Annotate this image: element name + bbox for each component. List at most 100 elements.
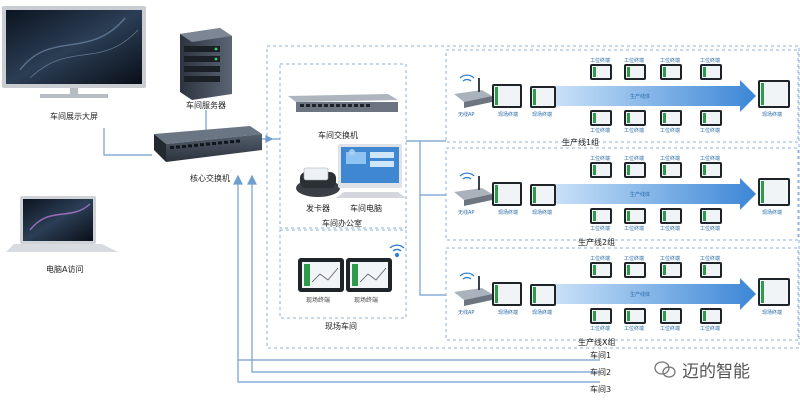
laptop-icon (6, 196, 118, 252)
line2-frame (445, 147, 799, 241)
station-label: 工位终端 (624, 156, 645, 162)
station-label: 工位终端 (590, 156, 611, 162)
wifi-icon (389, 244, 405, 258)
station-label: 工位终端 (660, 226, 681, 232)
card-issuer-label: 发卡器 (306, 204, 330, 213)
station-tablet-icon (624, 308, 646, 324)
office-frame (279, 63, 407, 229)
station-label: 工位终端 (660, 58, 681, 64)
wifi-icon (459, 172, 475, 180)
station-tablet-icon (590, 162, 612, 178)
station-tablet-icon (700, 262, 722, 278)
line-terminal-label: 现场终端 (532, 310, 553, 316)
workshop-switch-icon (288, 94, 398, 112)
station-label: 工位终端 (590, 226, 611, 232)
station-label: 工位终端 (700, 226, 721, 232)
station-label: 工位终端 (590, 256, 611, 262)
station-tablet-icon (700, 64, 722, 80)
station-label: 工位终端 (660, 156, 681, 162)
station-label: 工位终端 (624, 326, 645, 332)
line-terminal-icon (530, 86, 556, 108)
line-arrow (556, 278, 756, 310)
station-tablet-icon (660, 64, 682, 80)
line-arrow-label: 生产线体 (630, 292, 651, 298)
station-label: 工位终端 (590, 128, 611, 134)
station-tablet-icon (660, 308, 682, 324)
station-tablet-icon (624, 162, 646, 178)
line-terminal-label: 现场终端 (532, 112, 553, 118)
line-terminal-label: 现场终端 (498, 210, 519, 216)
production-lines (454, 64, 790, 324)
station-tablet-icon (660, 162, 682, 178)
line-arrow-label: 生产线体 (630, 192, 651, 198)
watermark-text: 迈的智能 (682, 362, 750, 382)
station-tablet-icon (590, 64, 612, 80)
terminal-label-2: 现场终端 (354, 297, 379, 304)
station-label: 工位终端 (624, 128, 645, 134)
station-label: 工位终端 (590, 326, 611, 332)
wechat-icon (654, 360, 676, 378)
station-tablet-icon (660, 110, 682, 126)
end-terminal-label: 现场终端 (762, 210, 783, 216)
line-arrow-label: 生产线体 (630, 94, 651, 100)
wifi-icon (459, 74, 475, 82)
end-terminal-icon (758, 178, 790, 206)
station-tablet-icon (590, 262, 612, 278)
core-switch-label: 核心交换机 (190, 174, 230, 183)
links (103, 110, 600, 383)
station-label: 工位终端 (660, 128, 681, 134)
station-label: 工位终端 (624, 226, 645, 232)
zone-frames (266, 45, 800, 349)
core-switch-icon (154, 126, 262, 162)
station-label: 工位终端 (590, 58, 611, 64)
workshop-3-label: 车间3 (590, 385, 612, 394)
station-tablet-icon (660, 208, 682, 224)
workshop-1-label: 车间1 (590, 351, 612, 360)
line-terminal-icon (492, 84, 522, 108)
line-x-label: 生产线X组 (578, 338, 616, 347)
workshop-pc-label: 车间电脑 (350, 204, 382, 213)
server-icon (180, 28, 232, 100)
end-terminal-label: 现场终端 (762, 310, 783, 316)
station-tablet-icon (700, 208, 722, 224)
station-tablet-icon (660, 262, 682, 278)
line-2-label: 生产线2组 (578, 238, 616, 247)
workshop-2-label: 车间2 (590, 368, 612, 377)
server-label: 车间服务器 (186, 101, 226, 110)
production-frame (279, 229, 407, 319)
workshop-pc-icon (336, 144, 406, 198)
line-terminal-icon (530, 284, 556, 306)
linex-frame (445, 247, 799, 341)
station-tablet-icon (590, 110, 612, 126)
wireless-ap-icon (454, 176, 492, 206)
station-label: 工位终端 (624, 256, 645, 262)
display-screen-icon (2, 6, 146, 98)
station-label: 工位终端 (700, 326, 721, 332)
line-terminal-label: 现场终端 (498, 112, 519, 118)
station-tablet-icon (590, 308, 612, 324)
line-terminal-icon (492, 182, 522, 206)
station-label: 工位终端 (700, 58, 721, 64)
pc-access-label: 电脑A访问 (46, 265, 84, 274)
station-tablet-icon (590, 208, 612, 224)
workshop-switch-label: 车间交换机 (318, 131, 358, 140)
station-tablet-icon (700, 162, 722, 178)
station-label: 工位终端 (700, 156, 721, 162)
station-tablet-icon (700, 110, 722, 126)
production-line-row (454, 162, 790, 224)
card-issuer-icon (296, 167, 340, 197)
line-terminal-label: 现场终端 (498, 310, 519, 316)
station-label: 工位终端 (700, 256, 721, 262)
station-label: 工位终端 (624, 58, 645, 64)
station-label: 工位终端 (660, 256, 681, 262)
wireless-ap-icon (454, 78, 492, 108)
end-terminal-icon (758, 80, 790, 108)
workshop-zone-frame (266, 45, 800, 349)
wifi-icon (459, 272, 475, 280)
end-terminal-label: 现场终端 (762, 112, 783, 118)
line-arrow (556, 80, 756, 112)
line-terminal-icon (530, 184, 556, 206)
line1-frame (445, 49, 799, 143)
